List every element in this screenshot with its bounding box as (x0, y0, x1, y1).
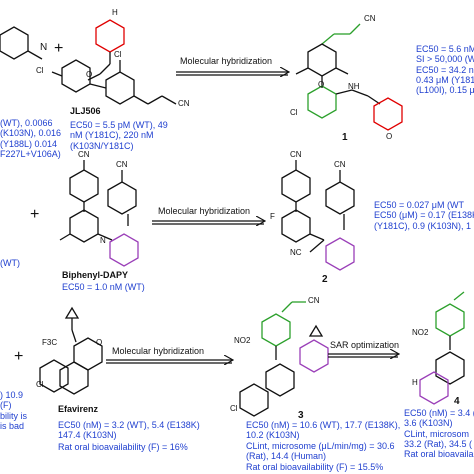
row2-left-values: (WT) (0, 258, 20, 268)
compound1-number: 1 (342, 132, 348, 143)
compound2-atom-cn-left: CN (290, 150, 302, 159)
row1-left-values: (WT), 0.0066 (K103N), 0.016 (Y188L) 0.01… (0, 118, 62, 160)
row3-arrow-label: Molecular hybridization (112, 346, 205, 356)
efavirenz-atom-f3c: F3C (42, 338, 58, 347)
compound4-number: 4 (454, 396, 460, 407)
compound1-structure (295, 23, 403, 131)
compound3-number: 3 (298, 410, 304, 421)
compound2-number: 2 (322, 274, 328, 285)
compound4-atom-h: H (412, 378, 418, 387)
biphenyl-dapy-atom-cn-right: CN (116, 160, 128, 169)
efavirenz-structure (39, 306, 103, 395)
efavirenz-label: Efavirenz (58, 404, 99, 414)
efavirenz-activity: EC50 (nM) = 3.2 (WT), 5.4 (E138K) 147.4 … (58, 420, 200, 441)
jlj506-label: JLJ506 (70, 106, 101, 116)
jlj506-atom-cn: CN (178, 99, 190, 108)
sar-arrow-label: SAR optimization (330, 340, 400, 350)
biphenyl-dapy-activity: EC50 = 1.0 nM (WT) (62, 282, 145, 292)
compound1-atom-o: O (318, 80, 325, 89)
compound3-values: EC50 (nM) = 10.6 (WT), 17.7 (E138K), 10.… (246, 420, 401, 462)
biphenyl-dapy-label: Biphenyl-DAPY (62, 270, 129, 280)
biphenyl-dapy-atom-cn-left: CN (78, 150, 90, 159)
efavirenz-atom-o: O (96, 338, 103, 347)
compound4-atom-no2: NO2 (412, 328, 429, 337)
row3-left-values: ) 10.9 (F) bility is is bad (0, 390, 28, 432)
efavirenz-atom-cl: Cl (36, 380, 44, 389)
jlj506-activity: EC50 = 5.5 pM (WT), 49 nM (Y181C), 220 n… (70, 120, 168, 151)
compound1-atom-cl: Cl (290, 108, 298, 117)
jlj506-atom-o: O (86, 70, 93, 79)
compound4-values: EC50 (nM) = 3.4 ( 3.6 (K103N) CLint, mic… (404, 408, 474, 460)
plus-sign-row1: + (54, 40, 64, 57)
compound3-atom-cl: Cl (230, 404, 238, 413)
row1-left-fragment (0, 26, 43, 60)
compound3-structure (239, 301, 329, 417)
plus-sign-row3: + (14, 348, 24, 365)
compound3-atom-cn: CN (308, 296, 320, 305)
compound3-bioavailability: Rat oral bioavailability (F) = 15.5% (246, 462, 384, 472)
row2-arrow (152, 221, 264, 224)
compound2-structure (281, 160, 355, 271)
compound3-atom-no2: NO2 (234, 336, 251, 345)
plus-sign-row2: + (30, 206, 40, 223)
jlj506-atom-cl-right: Cl (114, 50, 122, 59)
row2-arrow-label: Molecular hybridization (158, 206, 251, 216)
row1-arrow-label: Molecular hybridization (180, 56, 273, 66)
biphenyl-dapy-atom-n: N (100, 236, 106, 245)
row1-arrow (176, 57, 288, 75)
jlj506-atom-h: H (112, 8, 118, 17)
row3-arrow (106, 360, 232, 363)
biphenyl-dapy-structure (59, 160, 139, 267)
compound1-atom-nh: NH (348, 82, 360, 91)
compound1-values: EC50 = 5.6 nM SI > 50,000 (W EC50 = 34.2… (416, 44, 474, 96)
efavirenz-bioavailability: Rat oral bioavailability (F) = 16% (58, 442, 188, 452)
compound2-atom-nc: NC (290, 248, 302, 257)
compound1-atom-oxo: O (386, 132, 393, 141)
compound1-atom-cn: CN (364, 14, 376, 23)
sar-arrow (328, 354, 398, 357)
jlj506-structure (51, 19, 177, 105)
compound2-atom-f: F (270, 212, 275, 221)
compound2-values: EC50 = 0.027 μM (WT EC50 (μM) = 0.17 (E1… (374, 200, 474, 231)
jlj506-atom-cl-left: Cl (36, 66, 44, 75)
compound2-atom-cn-right: CN (334, 160, 346, 169)
compound4-structure (419, 291, 465, 405)
row1-left-atom-n: N (40, 42, 48, 53)
